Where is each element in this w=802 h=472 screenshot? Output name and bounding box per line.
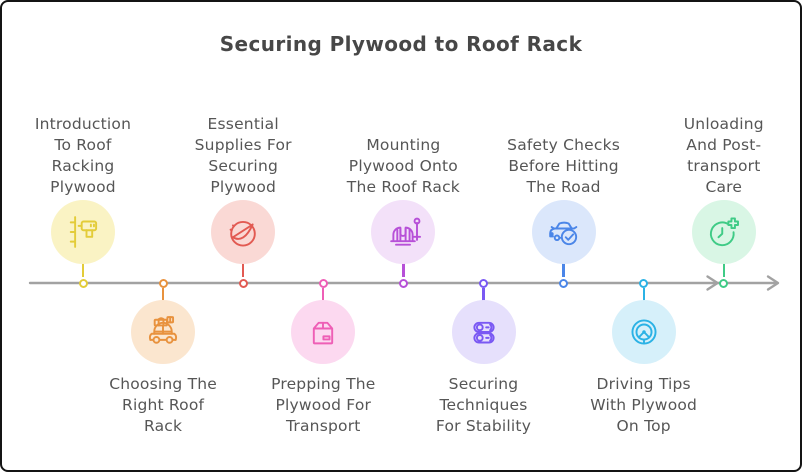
timeline-end-arrow-icon (766, 275, 780, 291)
timeline-item-label: Introduction To Roof Racking Plywood (34, 115, 132, 196)
strap-roll-icon (229, 220, 256, 247)
timeline-bubble (131, 300, 196, 364)
timeline-bubble (291, 300, 356, 364)
timeline-item-label: Unloading And Post- transport Care (683, 115, 764, 196)
timeline-mid-arrow-icon (706, 275, 719, 291)
timeline-bubble (611, 300, 676, 364)
timeline-item-label: Securing Techniques For Stability (435, 375, 532, 435)
timeline-dot (238, 278, 248, 288)
timeline-item-label: Choosing The Right Roof Rack (109, 375, 217, 435)
timeline-bubble (211, 200, 276, 264)
steering-wheel-icon (631, 319, 657, 345)
timeline-bubble (691, 200, 756, 264)
clock-plus-icon (709, 217, 739, 247)
cardboard-box-icon (313, 321, 334, 345)
timeline-item-label: Mounting Plywood Onto The Roof Rack (346, 136, 460, 196)
timeline-bubble (371, 200, 436, 264)
timeline-item-label: Essential Supplies For Securing Plywood (194, 115, 292, 196)
timeline-item-label: Driving Tips With Plywood On Top (590, 375, 698, 435)
drill-icon (69, 216, 98, 248)
timeline-dot (318, 278, 328, 288)
timeline-item-label: Prepping The Plywood For Transport (271, 375, 376, 435)
timeline-dot (719, 278, 729, 288)
timeline-connector (642, 288, 645, 302)
timeline-dot (398, 278, 408, 288)
page-title: Securing Plywood to Roof Rack (219, 32, 583, 56)
timeline-bubble (531, 200, 596, 264)
timeline-connector (161, 288, 165, 302)
ratchet-straps-icon (472, 321, 495, 344)
timeline-connector (81, 262, 85, 277)
timeline-dot (78, 278, 88, 288)
timeline-connector (322, 288, 325, 302)
timeline-connector (482, 288, 485, 302)
timeline-connector (242, 262, 245, 277)
timeline-bubble (451, 300, 516, 364)
timeline-dot (479, 278, 488, 288)
timeline-connector (722, 262, 725, 277)
timeline-dot (559, 278, 569, 288)
timeline-dot (639, 278, 649, 288)
timeline-dot (158, 278, 168, 288)
timeline-item-label: Safety Checks Before Hitting The Road (507, 136, 621, 196)
car-roof-cargo-icon (149, 316, 178, 344)
bench-vise-icon (390, 217, 422, 246)
timeline-connector (402, 262, 405, 277)
car-safety-check-icon (548, 221, 577, 246)
timeline-bubble (51, 200, 115, 264)
timeline-connector (562, 262, 565, 277)
